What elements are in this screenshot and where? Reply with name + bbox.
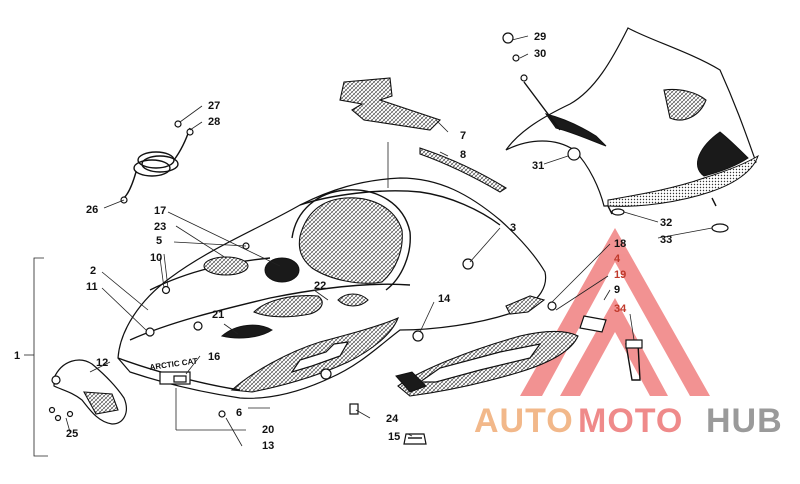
hood-cable	[120, 120, 194, 204]
leader-lines	[24, 35, 713, 447]
callout-10: 10	[150, 252, 162, 264]
callout-23: 23	[154, 221, 166, 233]
callout-19: 19	[614, 269, 626, 281]
callout-17: 17	[154, 205, 166, 217]
watermark-logo	[520, 228, 710, 396]
front-badge	[159, 371, 191, 385]
callout-20: 20	[262, 424, 274, 436]
callout-22: 22	[314, 280, 326, 292]
callout-labels: 1 2 3 4 5 6 7 8 9 10 11 12 13 14 15 16 1…	[14, 31, 672, 452]
callout-31: 31	[532, 160, 544, 172]
callout-26: 26	[86, 204, 98, 216]
callout-13: 13	[262, 440, 274, 452]
windshield-screws	[502, 32, 729, 233]
watermark-auto: AUTO	[474, 402, 574, 440]
small-parts	[349, 403, 427, 445]
watermark-hub: HUB	[706, 402, 783, 440]
callout-11: 11	[86, 281, 98, 293]
callout-24: 24	[386, 413, 399, 425]
callout-27: 27	[208, 100, 220, 112]
hood-strap	[579, 315, 643, 381]
callout-12: 12	[96, 357, 108, 369]
callout-3: 3	[510, 222, 516, 234]
hood-assembly	[117, 177, 579, 399]
callout-28: 28	[208, 116, 220, 128]
callout-5: 5	[156, 235, 162, 247]
assembly-bracket	[33, 257, 48, 457]
callout-4: 4	[614, 253, 621, 265]
hood-hinge	[48, 359, 127, 425]
windshield	[505, 27, 759, 215]
callout-29: 29	[534, 31, 546, 43]
callout-25: 25	[66, 428, 78, 440]
callout-30: 30	[534, 48, 546, 60]
callout-15: 15	[388, 431, 400, 443]
callout-8: 8	[460, 149, 466, 161]
callout-1: 1	[14, 350, 20, 362]
callout-34: 34	[614, 303, 627, 315]
callout-6: 6	[236, 407, 242, 419]
hood-seal-part	[339, 77, 508, 193]
callout-33: 33	[660, 234, 672, 246]
watermark-moto: MOTO	[578, 402, 683, 440]
callout-18: 18	[614, 238, 626, 250]
callout-21: 21	[212, 309, 224, 321]
callout-9: 9	[614, 284, 620, 296]
callout-16: 16	[208, 351, 220, 363]
watermark-text: AUTO MOTO HUB	[474, 402, 783, 440]
callout-14: 14	[438, 293, 451, 305]
callout-32: 32	[660, 217, 672, 229]
callout-2: 2	[90, 265, 96, 277]
callout-7: 7	[460, 130, 466, 142]
